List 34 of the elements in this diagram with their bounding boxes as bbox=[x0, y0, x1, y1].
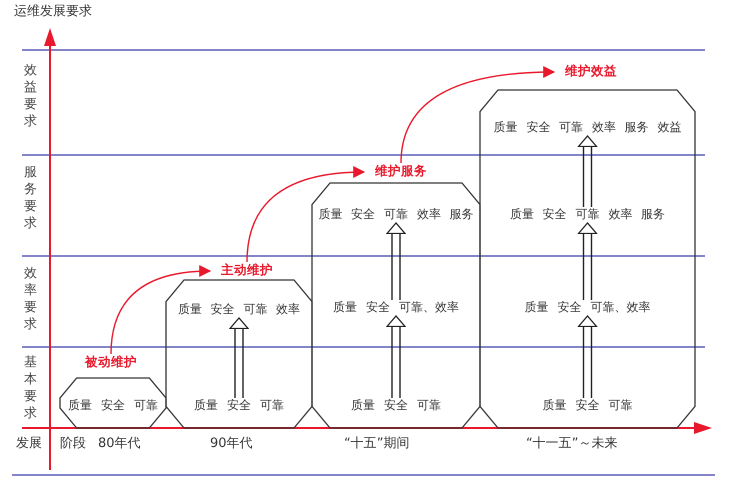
band-label: 基本要求 bbox=[24, 354, 38, 422]
requirement-text: 质量 安全 可靠 效率 服务 bbox=[317, 206, 475, 222]
maintenance-stage-label: 维护效益 bbox=[564, 63, 618, 79]
band-label: 服务要求 bbox=[24, 164, 38, 232]
requirement-text: 质量 安全 可靠 bbox=[67, 397, 159, 413]
band-label: 效率要求 bbox=[24, 265, 38, 333]
axis-label: 阶段 bbox=[60, 436, 86, 452]
period-label: 80年代 bbox=[98, 436, 141, 452]
hollow-arrow bbox=[578, 135, 598, 208]
requirement-text: 质量 安全 可靠 bbox=[542, 397, 634, 413]
requirement-text: 质量 安全 可靠、效率 bbox=[332, 299, 460, 315]
maintenance-stage-label: 主动维护 bbox=[220, 262, 274, 278]
requirement-text: 质量 安全 可靠 效率 服务 效益 bbox=[492, 119, 683, 135]
curved-arrow bbox=[400, 66, 556, 164]
requirement-text: 质量 安全 可靠、效率 bbox=[524, 299, 652, 315]
curved-arrow bbox=[110, 265, 212, 354]
maintenance-stage-label: 被动维护 bbox=[84, 354, 138, 370]
hollow-arrow bbox=[229, 317, 249, 399]
period-label: “十五”期间 bbox=[344, 436, 410, 452]
period-label: 90年代 bbox=[210, 436, 253, 452]
requirement-text: 质量 安全 可靠 效率 服务 bbox=[508, 206, 666, 222]
requirement-text: 质量 安全 可靠 效率 bbox=[176, 301, 302, 317]
axis-title: 运维发展要求 bbox=[14, 4, 92, 20]
period-label: “十一五”～未来 bbox=[526, 436, 618, 452]
hollow-arrow bbox=[578, 222, 598, 301]
hollow-arrow bbox=[386, 222, 406, 301]
curved-arrow bbox=[246, 166, 366, 262]
requirement-text: 质量 安全 可靠 bbox=[350, 397, 442, 413]
maintenance-stage-label: 维护服务 bbox=[374, 163, 428, 179]
hollow-arrow bbox=[578, 315, 598, 399]
band-label: 效益要求 bbox=[24, 62, 38, 130]
axis-label: 发展 bbox=[16, 436, 42, 452]
requirement-text: 质量 安全 可靠 bbox=[193, 397, 285, 413]
hollow-arrow bbox=[386, 315, 406, 399]
